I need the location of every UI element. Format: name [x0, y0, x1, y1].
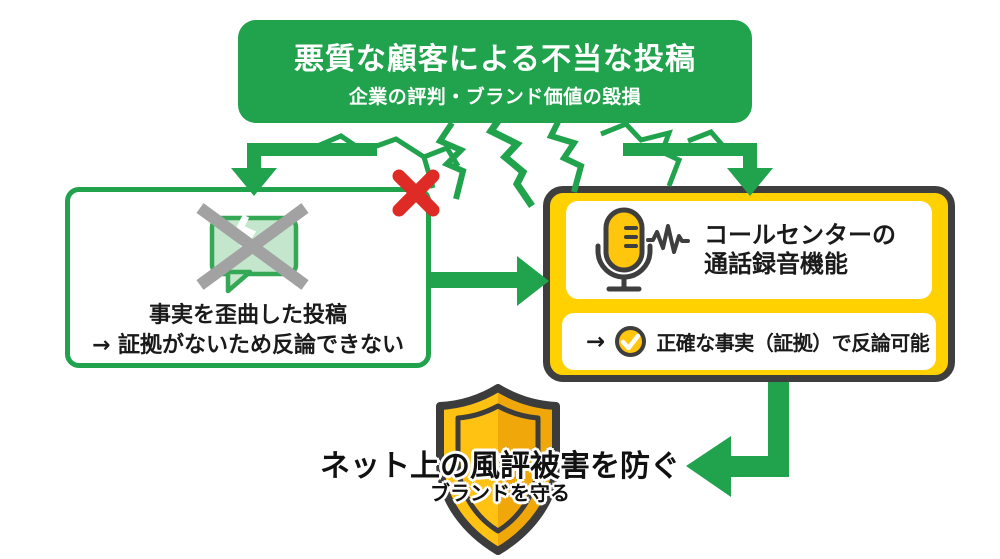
crack-lines	[314, 118, 726, 208]
recording-feature-panel: コールセンターの 通話録音機能	[566, 201, 932, 299]
outcome-subtitle: ブランドを守る	[430, 481, 570, 505]
impact-arrow-left	[231, 143, 377, 196]
right-box-title-line1: コールセンターの	[704, 221, 896, 249]
counter-arrow	[430, 256, 549, 306]
right-box-title-line2: 通話録音機能	[704, 250, 848, 278]
left-box: 事実を歪曲した投稿 → 証拠がないため反論できない	[65, 187, 431, 368]
outcome-arrow	[686, 382, 789, 497]
broken-chat-bubble-icon	[196, 203, 309, 294]
banner-subtitle: 企業の評判・ブランド価値の毀損	[348, 86, 642, 108]
result-arrow-glyph: →	[586, 328, 606, 355]
right-box-title: コールセンターの 通話録音機能	[704, 221, 896, 279]
result-panel: → 正確な事実（証拠）で反論可能	[562, 313, 936, 370]
result-text: 正確な事実（証拠）で反論可能	[656, 331, 930, 355]
left-box-line2: → 証拠がないため反論できない	[91, 333, 405, 358]
banner: 悪質な顧客による不当な投稿 企業の評判・ブランド価値の毀損	[238, 20, 752, 123]
impact-arrow-right	[623, 143, 773, 196]
microphone-waveform-icon	[595, 207, 690, 292]
left-box-line1: 事実を歪曲した投稿	[148, 303, 347, 328]
outcome-title: ネット上の風評被害を防ぐ	[320, 449, 680, 484]
banner-title: 悪質な顧客による不当な投稿	[293, 42, 697, 77]
shield-icon	[436, 384, 560, 555]
red-x-icon	[392, 169, 440, 217]
check-circle-icon	[615, 326, 647, 357]
